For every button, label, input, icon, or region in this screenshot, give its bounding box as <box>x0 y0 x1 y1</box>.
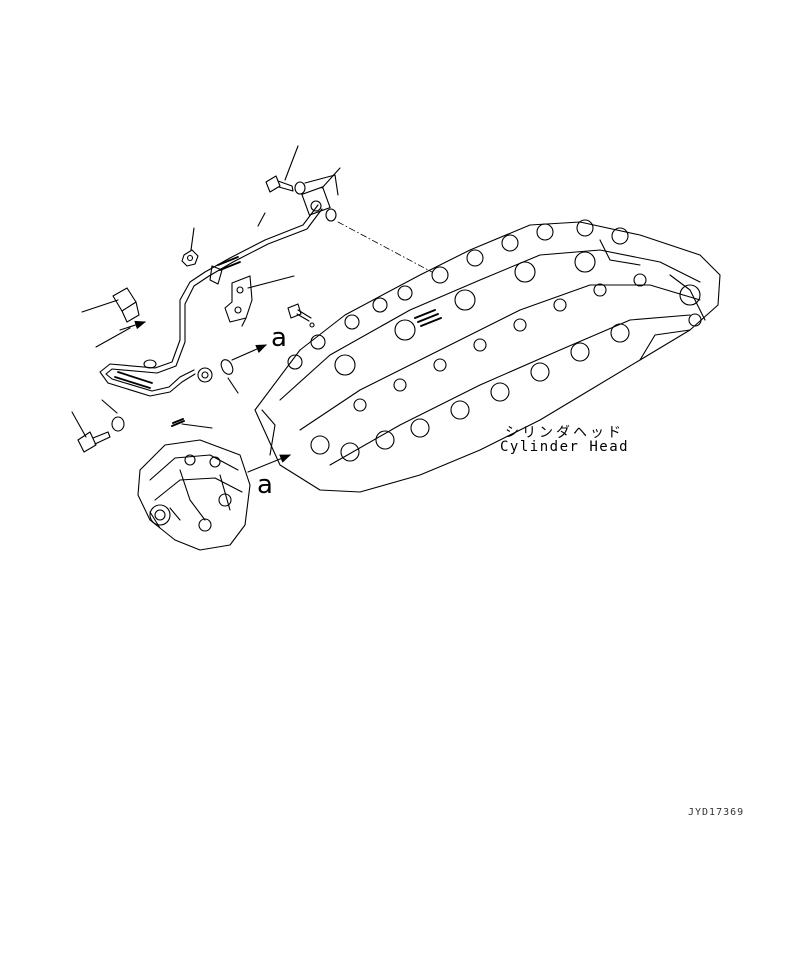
fuel-injection-pump <box>137 439 251 551</box>
washer-top-left <box>294 181 306 195</box>
centerline <box>337 221 433 273</box>
banjo-fitting <box>301 174 339 216</box>
washer-top-right <box>325 208 337 222</box>
view-marker-a-lower: a <box>257 470 273 500</box>
view-marker-a-upper: a <box>271 323 287 353</box>
bracket-bolt <box>287 303 315 328</box>
eye-bolt-lower <box>77 431 111 453</box>
o-ring <box>220 359 234 375</box>
washer-lower <box>111 416 125 432</box>
connector-adapter <box>112 287 140 323</box>
cylinder-head-label-jp: シリンダヘッド <box>505 425 624 441</box>
cylinder-head-label-en: Cylinder Head <box>500 439 630 455</box>
seal <box>171 418 185 427</box>
nut <box>181 249 199 267</box>
view-arrow-upper <box>231 344 268 361</box>
assembly-arrow-small <box>119 320 147 331</box>
cylinder-head <box>254 219 721 493</box>
leader-lines <box>71 145 341 438</box>
clamp-bracket <box>224 275 253 327</box>
drawing-code: JYD17369 <box>688 807 745 818</box>
cylinder-head-ports <box>287 219 702 462</box>
fuel-pipe <box>99 204 323 397</box>
view-arrow-lower <box>247 454 292 473</box>
eye-bolt-top <box>265 175 294 193</box>
